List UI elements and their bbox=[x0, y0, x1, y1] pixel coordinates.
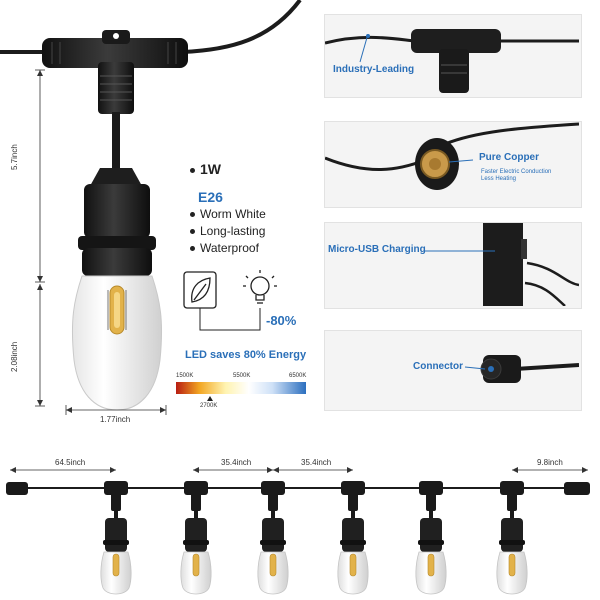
spec-power-text: 1W bbox=[200, 161, 221, 177]
energy-caption: LED saves 80% Energy bbox=[185, 349, 307, 361]
spec-feature-text: Long-lasting bbox=[200, 224, 266, 238]
energy-connector-line bbox=[199, 308, 261, 331]
pendant-bulb bbox=[415, 481, 447, 595]
callout-connector: Connector bbox=[413, 361, 463, 372]
spec-base: E26 bbox=[198, 189, 223, 205]
ct-marker-label: 2700K bbox=[200, 403, 218, 409]
dim-2-08inch: 2.08inch bbox=[10, 341, 19, 372]
dim-spacing-b: 35.4inch bbox=[301, 458, 332, 467]
panel3-usb-image bbox=[425, 223, 579, 306]
t-connector bbox=[42, 30, 188, 114]
callout-copper-sub1: Faster Electric Conduction bbox=[481, 169, 552, 175]
dim-lead: 64.5inch bbox=[55, 458, 86, 467]
spec-feature-2: Long-lasting bbox=[190, 224, 265, 238]
spec-feature-text: Waterproof bbox=[200, 241, 259, 255]
male-plug bbox=[6, 482, 28, 495]
bullet-icon bbox=[190, 229, 195, 235]
spec-feature-1: Worm White bbox=[190, 207, 266, 221]
panel-connector bbox=[324, 330, 582, 411]
callout-copper-sub2: Less Heating bbox=[481, 176, 517, 182]
energy-icons bbox=[183, 270, 277, 331]
ct-tick-6500k: 6500K bbox=[289, 373, 307, 379]
lightbulb-icon bbox=[243, 270, 277, 304]
leaf-icon bbox=[183, 271, 217, 309]
drop-wire bbox=[112, 112, 120, 170]
pendant-bulb bbox=[496, 481, 528, 595]
main-cable bbox=[0, 0, 302, 54]
color-temperature-bar bbox=[176, 382, 306, 394]
panel1-pointer bbox=[359, 34, 370, 63]
callout-micro-usb: Micro-USB Charging bbox=[328, 244, 426, 255]
bullet-icon bbox=[190, 212, 195, 218]
pendant-bulb bbox=[257, 481, 289, 595]
dim-1-77inch: 1.77inch bbox=[100, 415, 131, 424]
pendant-bulb bbox=[180, 481, 212, 595]
panel1-connector-image bbox=[325, 29, 579, 93]
main-bulb-illustration bbox=[0, 0, 302, 415]
spec-feature-3: Waterproof bbox=[190, 241, 259, 255]
callout-pure-copper: Pure Copper bbox=[479, 152, 540, 163]
female-plug bbox=[564, 482, 590, 495]
pendant-bulb bbox=[337, 481, 369, 595]
dim-spacing-a: 35.4inch bbox=[221, 458, 252, 467]
spec-power: 1W bbox=[190, 161, 221, 177]
pendant-bulbs bbox=[100, 481, 528, 595]
ct-tick-5500k: 5500K bbox=[233, 373, 251, 379]
bulb-filament bbox=[107, 285, 127, 335]
pendant-bulb bbox=[100, 481, 132, 595]
spec-feature-text: Worm White bbox=[200, 207, 266, 221]
dim-tail: 9.8inch bbox=[537, 458, 563, 467]
callout-industry-leading: Industry-Leading bbox=[333, 64, 415, 75]
panel4-connector-image bbox=[464, 355, 579, 383]
panel2-copper-image bbox=[325, 122, 579, 190]
bulb-socket bbox=[78, 168, 156, 276]
dim-5-7inch: 5.7inch bbox=[10, 144, 19, 170]
ct-tick-1500k: 1500K bbox=[176, 373, 194, 379]
bullet-icon bbox=[190, 246, 195, 252]
bullet-icon bbox=[190, 167, 195, 173]
ct-marker-icon bbox=[207, 396, 213, 401]
energy-percent: -80% bbox=[266, 313, 297, 328]
